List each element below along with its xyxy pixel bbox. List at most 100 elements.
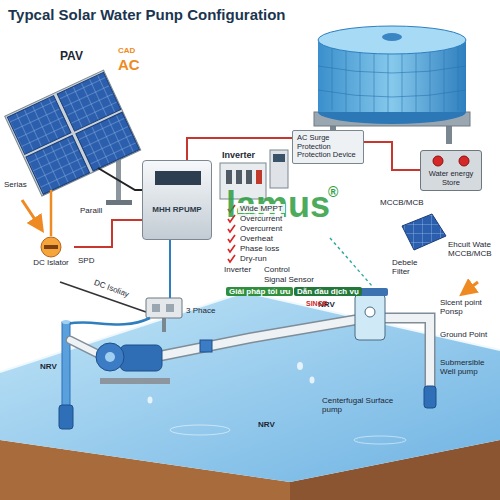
feature-item: Inverter xyxy=(222,265,253,274)
feature-item: Dry-run xyxy=(238,254,269,263)
control-panel xyxy=(273,154,285,162)
node-text: MHH RPUMP xyxy=(152,205,201,214)
push-button xyxy=(433,156,443,166)
ground-slab xyxy=(0,292,500,500)
inverter-box: MHH RPUMP xyxy=(142,160,212,240)
device-label: SPD xyxy=(78,256,94,265)
node-text: AC Surge Protection Protection Device xyxy=(297,134,359,160)
array-label: PAV xyxy=(60,50,83,64)
dc-wiring xyxy=(22,200,42,230)
well-and-pumps xyxy=(160,320,355,356)
dc-wiring xyxy=(50,190,53,236)
solar-array xyxy=(106,200,132,205)
isolator-handle xyxy=(44,245,58,249)
water-tank xyxy=(318,26,466,54)
water-tank xyxy=(446,124,452,144)
well-and-pumps xyxy=(96,343,124,371)
wiring-label: Paraill xyxy=(80,206,102,215)
small-solar-panel xyxy=(462,282,478,294)
dc-wiring xyxy=(68,318,150,324)
dc-wiring xyxy=(146,298,182,318)
surge-protection-box: AC Surge Protection Protection Device xyxy=(292,130,364,164)
isolator-icon xyxy=(41,237,61,257)
watermark: ® xyxy=(328,184,338,200)
watermark-tagline: Dẫn đầu dịch vụ xyxy=(294,287,362,296)
solar-array xyxy=(26,136,90,195)
well-and-pumps xyxy=(424,386,436,408)
control-panel xyxy=(330,238,372,286)
well-and-pumps xyxy=(160,320,355,356)
feature-item: Control xyxy=(262,265,292,274)
well-and-pumps xyxy=(62,322,70,408)
water-tank xyxy=(332,46,458,114)
water-tank xyxy=(318,66,466,97)
well-and-pumps xyxy=(365,307,375,317)
dc-wiring xyxy=(162,318,166,332)
well-and-pumps xyxy=(59,288,436,429)
well-and-pumps xyxy=(59,405,73,429)
isolator-icon xyxy=(40,236,62,258)
ground-label: Ground Point xyxy=(440,330,487,339)
dc-wiring xyxy=(166,304,174,312)
feature-item: Phase loss xyxy=(238,244,281,253)
water-tank xyxy=(314,26,470,144)
diagram-title: Typcal Solar Water Punp Configuration xyxy=(8,6,286,23)
device-heading: Inverter xyxy=(222,150,255,160)
wire-connector xyxy=(364,142,420,170)
control-panel xyxy=(226,170,232,184)
feature-item: Wide MPPT xyxy=(238,204,285,213)
node-text: Water energy Store xyxy=(424,170,478,187)
wire-connector xyxy=(74,220,142,247)
well-and-pumps xyxy=(105,352,115,362)
node-text: DC Islator xyxy=(28,258,74,267)
ground-slab xyxy=(148,397,153,404)
ground-slab xyxy=(354,436,406,444)
well-and-pumps xyxy=(355,294,385,340)
push-button xyxy=(459,156,469,166)
well-and-pumps xyxy=(385,318,430,388)
control-panel xyxy=(246,170,252,184)
solar-array xyxy=(5,70,141,196)
wire-connector xyxy=(187,138,292,160)
pump-label: Submersible Well pump xyxy=(440,358,498,376)
control-panel xyxy=(256,170,262,184)
well-and-pumps xyxy=(120,345,162,371)
well-and-pumps xyxy=(200,340,212,352)
feature-item: Overcurrent xyxy=(238,214,284,223)
breaker-label: MCCB/MCB xyxy=(380,198,424,207)
control-box: Water energy Store xyxy=(420,150,482,191)
well-and-pumps xyxy=(385,318,430,388)
ground-slab xyxy=(310,377,315,384)
button-icons xyxy=(424,154,478,168)
breaker-label: Ehcuit Wate MCCB/MCB xyxy=(448,240,498,258)
control-panel xyxy=(236,170,242,184)
control-panel xyxy=(220,150,372,286)
valve-label: NRV xyxy=(40,362,57,371)
isolator-switch: DC Islator xyxy=(28,236,74,267)
ground-slab xyxy=(0,292,500,482)
cable-label: 3 Phace xyxy=(186,306,215,315)
well-and-pumps xyxy=(100,378,170,384)
well-and-pumps xyxy=(62,320,70,324)
solar-array xyxy=(5,70,141,205)
well-and-pumps xyxy=(70,340,98,354)
cable-label: DC Isoliay xyxy=(93,278,130,299)
solar-array xyxy=(76,112,140,171)
control-panel xyxy=(270,150,288,188)
pump-label: Slcent point Ponsp xyxy=(440,298,498,316)
watermark-tagline: Giải pháp tối ưu xyxy=(226,287,293,296)
small-solar-panel xyxy=(402,214,446,250)
feature-item: Overheat xyxy=(238,234,275,243)
current-tag: CAD xyxy=(118,46,135,55)
feature-item: Signal Sensor xyxy=(262,275,316,284)
pump-label: Centerfugal Surface pump xyxy=(322,396,394,414)
dc-wiring xyxy=(169,240,171,298)
water-tank xyxy=(382,33,402,41)
dc-wiring xyxy=(98,168,142,190)
current-tag: AC xyxy=(118,56,140,73)
watermark: SINCE xyxy=(306,300,327,308)
feature-item: Overcurrent xyxy=(238,224,284,233)
ground-slab xyxy=(170,425,230,435)
ground-slab xyxy=(297,362,303,370)
